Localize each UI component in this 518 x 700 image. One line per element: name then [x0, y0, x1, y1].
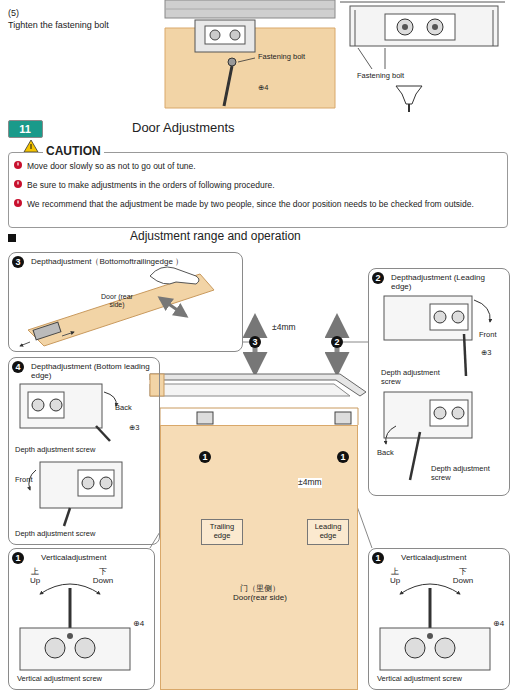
caution-box: CAUTIONMove door slowly so as not to go … [8, 152, 508, 228]
fastening-detail [340, 2, 505, 112]
step-text: Tighten the fastening bolt [8, 20, 109, 30]
callout-number: 1 [12, 552, 24, 564]
part-label: Front [479, 331, 497, 340]
part-label: Depth adjustment screw [15, 530, 155, 539]
part-label: 下 Down [451, 567, 475, 585]
part-label: Fastening bolt [357, 72, 404, 81]
part-label: ⊕4 [133, 619, 144, 628]
adjustment-panel: Depthadjustment (Leading edge) Front ⊕3Dep… [368, 268, 510, 496]
part-label: 上 Up [389, 567, 401, 585]
depth-leading-illustration [384, 296, 490, 480]
panel-heading: Verticaladjustment [401, 553, 466, 562]
part-label: Trailing edge [205, 523, 239, 540]
edge-box: Leading edge [307, 519, 349, 545]
part-label: 上 Up [29, 567, 41, 585]
part-label: 门（里侧） Door(rear side) [229, 584, 291, 602]
part-label: Depth adjustment screw [431, 465, 503, 482]
caution-icons [8, 140, 38, 242]
adjustment-panel: Verticaladjustment上 Up 下 Down ⊕4Vertical a… [368, 548, 510, 690]
part-label: Depth adjustment screw [381, 369, 461, 386]
part-label: Front [15, 476, 33, 485]
adjustment-panel: Verticaladjustment上 Up 下 Down ⊕4Vertical a… [8, 548, 155, 690]
callout-number: 1 [337, 451, 349, 463]
part-label: ⊕4 [493, 619, 504, 628]
part-label: Be sure to make adjustments in the order… [27, 181, 497, 191]
edge-box: Trailing edge [201, 519, 243, 545]
range-arrows [150, 318, 368, 425]
part-label: ⊕3 [481, 349, 491, 358]
callout-number: 4 [12, 361, 24, 373]
dimension: ±4mm [298, 478, 322, 488]
section-number: 11 [9, 123, 41, 136]
adjustment-panel: Depthadjustment (Bottom leading edge) Bac… [8, 357, 160, 545]
fastening-illustration [165, 0, 335, 108]
part-label: 下 Down [91, 567, 115, 585]
part-label: Leading edge [311, 523, 345, 540]
part-label: Vertical adjustment screw [377, 675, 462, 684]
depth-bottom-illustration [20, 384, 122, 526]
part-label: Fastening bolt [258, 53, 305, 62]
panel-heading: Depthadjustment (Bottom leading edge) [31, 362, 151, 380]
depth-trailing-illustration [20, 267, 214, 346]
callout-number: 2 [372, 272, 384, 284]
part-label: ⊕3 [129, 424, 139, 433]
adjustment-panel: Depthadjustment（Bottomoftrailingedge ） Do… [8, 252, 243, 352]
callout-number: 2 [331, 336, 343, 348]
callout-number: 3 [249, 336, 261, 348]
callout-number: 3 [12, 256, 24, 268]
panel-heading: Depthadjustment (Leading edge) [391, 273, 491, 291]
part-label: Vertical adjustment screw [17, 675, 102, 684]
part-label: Depth adjustment screw [15, 446, 155, 455]
dimension: ±4mm [272, 323, 296, 333]
section-title: Door Adjustments [132, 121, 235, 136]
caution-heading: CAUTION [43, 145, 104, 159]
panel-heading: Verticaladjustment [41, 553, 106, 562]
step-text: (5) [8, 8, 19, 18]
section-number-box: 11 [8, 120, 43, 138]
part-label: Door (rear side) [97, 293, 137, 309]
callout-number: 1 [372, 552, 384, 564]
screw-size: ⊕4 [258, 84, 268, 93]
part-label: Back [115, 404, 132, 413]
part-label: Back [377, 449, 394, 458]
door-panel: 门（里侧） Door(rear side) Trailing edge Leadin… [160, 425, 358, 690]
section-heading: Adjustment range and operation [130, 230, 301, 244]
part-label: We recommend that the adjustment be made… [27, 200, 497, 210]
panel-heading: Depthadjustment（Bottomoftrailingedge ） [31, 257, 241, 266]
callout-number: 1 [199, 451, 211, 463]
part-label: Move door slowly so as not to go out of … [27, 162, 497, 172]
